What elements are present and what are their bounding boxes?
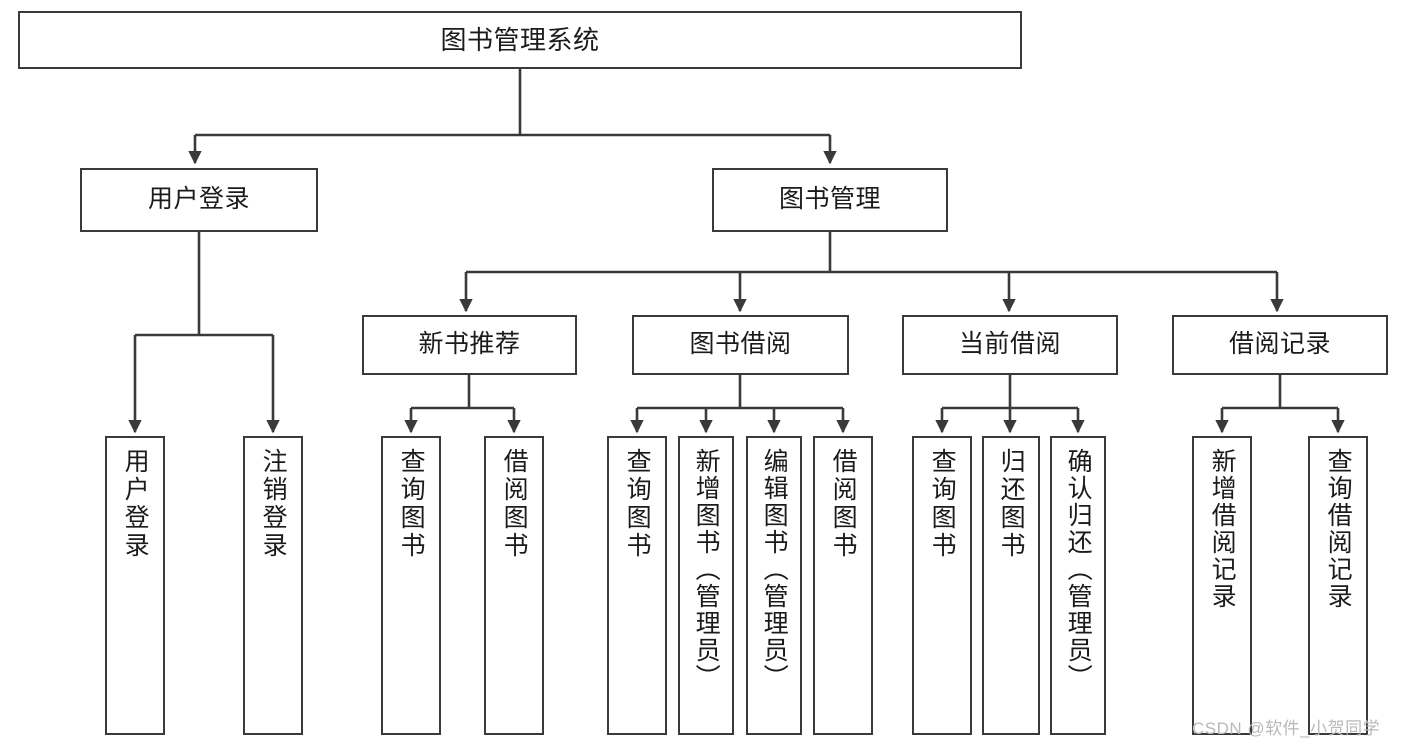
node-leaf-borrow-borrow-book-label: 借阅图书 bbox=[829, 448, 858, 560]
node-leaf-record-add-record[interactable]: 新增借阅记录 bbox=[1192, 436, 1252, 735]
node-leaf-user-login-signout[interactable]: 注销登录 bbox=[243, 436, 303, 735]
node-leaf-current-query-book-label: 查询图书 bbox=[928, 448, 957, 560]
node-leaf-current-confirm-return-admin[interactable]: 确认归还（管理员） bbox=[1050, 436, 1106, 735]
node-book-management-label: 图书管理 bbox=[778, 185, 881, 214]
node-leaf-recommend-query-book-label: 查询图书 bbox=[397, 448, 426, 560]
node-leaf-user-login-signout-label: 注销登录 bbox=[259, 448, 288, 560]
node-user-login[interactable]: 用户登录 bbox=[80, 168, 318, 232]
node-leaf-recommend-borrow-book[interactable]: 借阅图书 bbox=[484, 436, 544, 735]
node-leaf-user-login-signin-label: 用户登录 bbox=[121, 448, 150, 560]
node-leaf-record-add-record-label: 新增借阅记录 bbox=[1208, 448, 1237, 610]
node-leaf-borrow-query-book-label: 查询图书 bbox=[623, 448, 652, 560]
node-leaf-borrow-add-book-admin-label: 新增图书（管理员） bbox=[692, 448, 721, 691]
csdn-watermark: CSDN @软件_小贺同学 bbox=[1192, 719, 1381, 738]
node-current-borrow[interactable]: 当前借阅 bbox=[902, 315, 1118, 375]
node-leaf-user-login-signin[interactable]: 用户登录 bbox=[105, 436, 165, 735]
node-leaf-borrow-edit-book-admin[interactable]: 编辑图书（管理员） bbox=[746, 436, 802, 735]
node-new-book-recommend[interactable]: 新书推荐 bbox=[362, 315, 577, 375]
node-leaf-recommend-query-book[interactable]: 查询图书 bbox=[381, 436, 441, 735]
node-leaf-recommend-borrow-book-label: 借阅图书 bbox=[500, 448, 529, 560]
node-borrow-record-label: 借阅记录 bbox=[1228, 330, 1331, 359]
node-new-book-recommend-label: 新书推荐 bbox=[418, 330, 521, 359]
node-book-borrow[interactable]: 图书借阅 bbox=[632, 315, 849, 375]
node-book-management[interactable]: 图书管理 bbox=[712, 168, 948, 232]
node-leaf-borrow-edit-book-admin-label: 编辑图书（管理员） bbox=[760, 448, 789, 691]
node-leaf-record-query-record-label: 查询借阅记录 bbox=[1324, 448, 1353, 610]
node-leaf-current-confirm-return-admin-label: 确认归还（管理员） bbox=[1064, 448, 1093, 691]
node-leaf-borrow-borrow-book[interactable]: 借阅图书 bbox=[813, 436, 873, 735]
node-leaf-current-return-book[interactable]: 归还图书 bbox=[982, 436, 1040, 735]
node-leaf-current-return-book-label: 归还图书 bbox=[997, 448, 1026, 560]
node-leaf-borrow-query-book[interactable]: 查询图书 bbox=[607, 436, 667, 735]
node-leaf-record-query-record[interactable]: 查询借阅记录 bbox=[1308, 436, 1368, 735]
node-book-borrow-label: 图书借阅 bbox=[689, 330, 792, 359]
node-leaf-borrow-add-book-admin[interactable]: 新增图书（管理员） bbox=[678, 436, 734, 735]
node-root-system-label: 图书管理系统 bbox=[440, 24, 600, 55]
node-borrow-record[interactable]: 借阅记录 bbox=[1172, 315, 1388, 375]
node-current-borrow-label: 当前借阅 bbox=[958, 330, 1061, 359]
node-leaf-current-query-book[interactable]: 查询图书 bbox=[912, 436, 972, 735]
node-user-login-label: 用户登录 bbox=[147, 185, 250, 214]
node-root-system[interactable]: 图书管理系统 bbox=[18, 11, 1022, 69]
